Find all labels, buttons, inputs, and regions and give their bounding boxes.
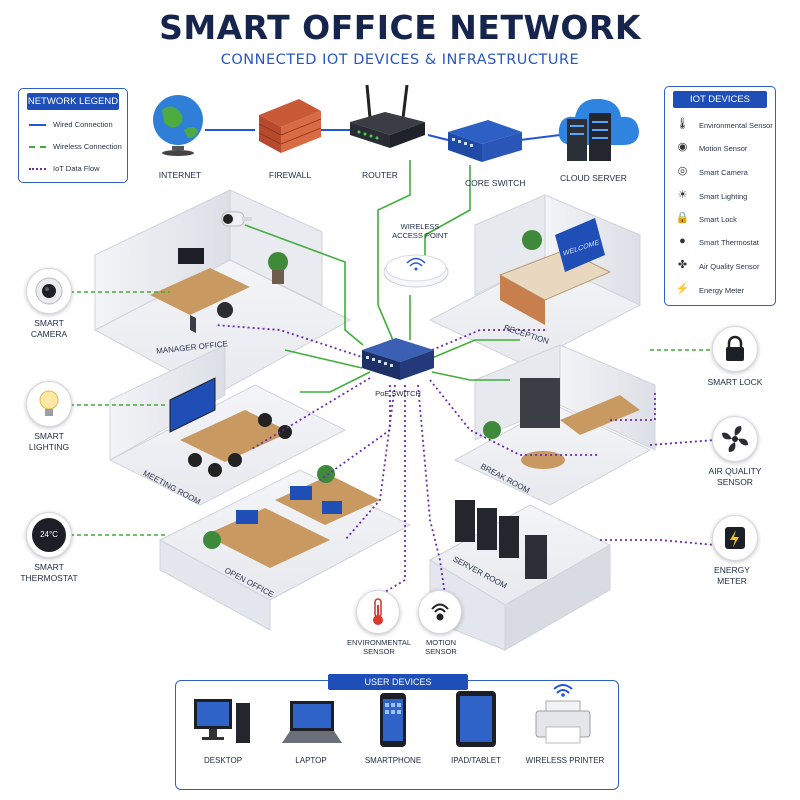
legend-label: IoT Data Flow xyxy=(53,164,100,173)
motion-icon: ◉ xyxy=(677,141,688,153)
motion-sensor-label: MOTION SENSOR xyxy=(425,638,457,657)
iot-item-label: Smart Thermostat xyxy=(699,238,759,247)
internet-label: INTERNET xyxy=(158,170,202,180)
access-point-label: WIRELESS ACCESS POINT xyxy=(392,222,448,241)
energy-icon xyxy=(725,527,745,549)
iot-item-label: Air Quality Sensor xyxy=(699,262,760,271)
bulb-icon: ☀ xyxy=(677,189,688,201)
iot-flow-links xyxy=(214,324,716,596)
printer-icon xyxy=(535,684,591,744)
iot-item-air-quality-sensor: ✤ Air Quality Sensor xyxy=(675,258,775,276)
user-devices-panel: USER DEVICES DESKTOP LAPTOP SMARTPHONE I… xyxy=(175,674,619,790)
fan-icon: ✤ xyxy=(677,259,688,271)
iot-item-label: Energy Meter xyxy=(699,286,745,295)
camera-icon xyxy=(35,277,63,305)
wired-swatch xyxy=(29,124,46,126)
user-device-label: SMARTPHONE xyxy=(364,756,422,765)
poe-switch-label: PoE SWITCH xyxy=(375,389,421,398)
cloud-server-icon xyxy=(558,98,639,161)
smart-thermostat-node: 24°C xyxy=(26,512,72,558)
iot-item-smart-camera: ◎ Smart Camera xyxy=(675,164,775,182)
iot-item-energy-meter: ⚡ Energy Meter xyxy=(675,282,775,300)
firewall-icon xyxy=(258,99,322,153)
lock-icon: 🔒 xyxy=(675,212,690,224)
iot-devices-title: IOT DEVICES xyxy=(673,91,767,108)
cloud-server-label: CLOUD SERVER xyxy=(560,173,627,183)
legend-title: NETWORK LEGEND xyxy=(27,93,119,110)
router-icon xyxy=(350,84,425,148)
user-devices-title: USER DEVICES xyxy=(328,674,468,690)
iot-devices-panel: IOT DEVICES 🌡 Environmental Sensor ◉ Mot… xyxy=(664,86,776,306)
smart-camera-label: SMART CAMERA xyxy=(30,318,68,339)
globe-icon xyxy=(153,95,203,156)
room-server xyxy=(428,500,612,651)
energy-meter-label: ENERGY METER xyxy=(714,565,750,586)
energy-meter-node xyxy=(712,515,758,561)
iot-item-motion-sensor: ◉ Motion Sensor xyxy=(675,140,775,158)
wall-camera-icon xyxy=(221,211,252,227)
room-meeting xyxy=(108,344,347,506)
firewall-label: FIREWALL xyxy=(268,170,312,180)
tablet-icon xyxy=(456,691,496,747)
room-reception xyxy=(428,194,642,366)
room-break xyxy=(453,344,656,506)
router-label: ROUTER xyxy=(362,170,398,180)
wired-links xyxy=(205,129,561,141)
iot-item-smart-lock: 🔒 Smart Lock xyxy=(675,211,775,229)
bulb-icon xyxy=(39,390,59,416)
wireless-swatch xyxy=(29,146,46,148)
user-device-label: IPAD/TABLET xyxy=(451,756,501,765)
iot-item-label: Motion Sensor xyxy=(699,144,748,153)
camera-icon: ◎ xyxy=(677,165,688,177)
motion-icon xyxy=(431,603,449,621)
smart-lighting-node xyxy=(26,381,72,427)
thermostat-display: 24°C xyxy=(32,518,66,552)
air-quality-label: AIR QUALITY SENSOR xyxy=(708,466,762,487)
smartphone-icon xyxy=(380,693,406,747)
user-device-label: DESKTOP xyxy=(203,756,243,765)
thermostat-icon: ● xyxy=(679,235,686,247)
core-switch-icon xyxy=(448,120,522,162)
smart-lock-node xyxy=(712,326,758,372)
energy-icon: ⚡ xyxy=(675,283,690,295)
room-open-office xyxy=(158,465,412,631)
air-quality-node xyxy=(712,416,758,462)
iot-item-smart-lighting: ☀ Smart Lighting xyxy=(675,188,775,206)
user-device-label: WIRELESS PRINTER xyxy=(525,756,605,765)
environmental-sensor-node xyxy=(356,590,400,634)
iot-item-label: Smart Lock xyxy=(699,215,737,224)
motion-sensor-node xyxy=(418,590,462,634)
iot-item-smart-thermostat: ● Smart Thermostat xyxy=(675,234,775,252)
page-subtitle: CONNECTED IOT DEVICES & INFRASTRUCTURE xyxy=(220,52,580,68)
poe-switch-icon xyxy=(362,338,434,380)
core-switch-label: CORE SWITCH xyxy=(465,178,526,188)
smart-lock-label: SMART LOCK xyxy=(707,377,763,387)
environmental-sensor-label: ENVIRONMENTAL SENSOR xyxy=(346,638,412,657)
smart-camera-node xyxy=(26,268,72,314)
desktop-icon xyxy=(194,699,250,743)
user-device-label: LAPTOP xyxy=(295,756,327,765)
fan-icon xyxy=(722,426,748,452)
lock-icon xyxy=(726,335,744,361)
legend-label: Wireless Connection xyxy=(53,142,122,151)
iot-item-environmental-sensor: 🌡 Environmental Sensor xyxy=(675,117,775,135)
iot-item-label: Environmental Sensor xyxy=(699,121,773,130)
wireless-links xyxy=(244,160,520,393)
thermometer-icon xyxy=(373,598,383,625)
iot-swatch xyxy=(29,168,46,170)
network-legend: NETWORK LEGEND Wired Connection Wireless… xyxy=(18,88,128,183)
iot-item-label: Smart Camera xyxy=(699,168,748,177)
access-point-icon xyxy=(383,254,449,288)
wireless-side-links xyxy=(70,291,715,536)
laptop-icon xyxy=(282,701,342,743)
smart-thermostat-label: SMART THERMOSTAT xyxy=(20,562,78,583)
page-title: SMART OFFICE NETWORK xyxy=(159,8,641,47)
iot-item-label: Smart Lighting xyxy=(699,192,748,201)
thermometer-icon: 🌡 xyxy=(675,118,690,130)
legend-label: Wired Connection xyxy=(53,120,113,129)
smart-lighting-label: SMART LIGHTING xyxy=(28,431,70,452)
